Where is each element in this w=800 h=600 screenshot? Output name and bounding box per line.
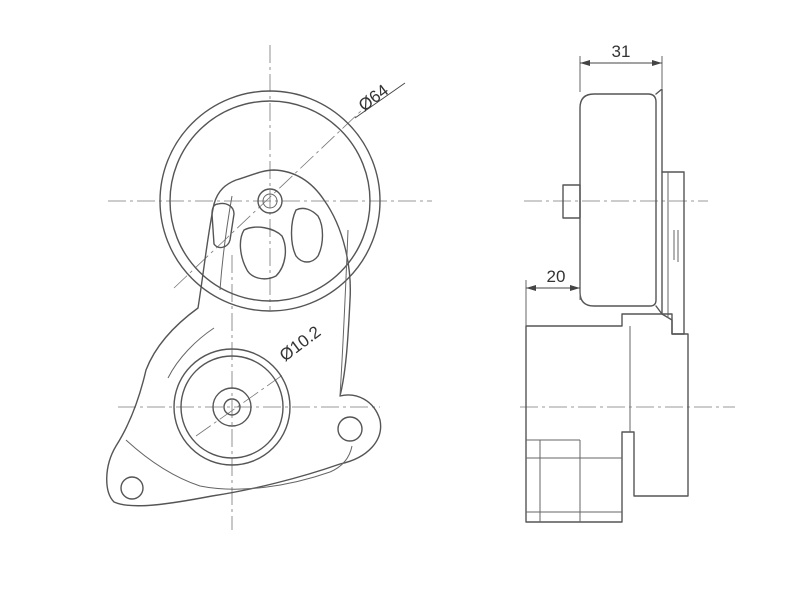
pulley: [159, 90, 381, 312]
bolt-hole-diameter-label: Ø10.2: [276, 322, 324, 365]
side-pulley-flange: [655, 88, 663, 315]
side-base-details: [526, 326, 631, 522]
base-rim: [125, 439, 353, 490]
side-base-housing: [525, 313, 689, 523]
tensioner-arm: [106, 169, 382, 507]
dimension-20-label: 20: [547, 267, 566, 286]
side-centerlines: [520, 200, 735, 408]
side-arm-plates: [661, 171, 685, 335]
front-centerlines: [108, 45, 432, 530]
pulley-diameter-label: Ø64: [355, 81, 392, 116]
arm-slots: [211, 202, 324, 280]
dimension-31-label: 31: [612, 42, 631, 61]
front-view: Ø64 Ø10.2: [106, 45, 432, 530]
mounting-holes: [120, 416, 363, 500]
pulley-diameter-leader: [354, 82, 406, 119]
side-bolt: [562, 184, 581, 219]
pulley-hub: [257, 188, 283, 214]
side-view: 31 20: [520, 42, 735, 523]
side-pulley-body: [579, 93, 657, 307]
pivot-boss: [173, 348, 291, 466]
dimension-31: 31: [579, 42, 663, 92]
dimension-20: 20: [525, 267, 581, 326]
